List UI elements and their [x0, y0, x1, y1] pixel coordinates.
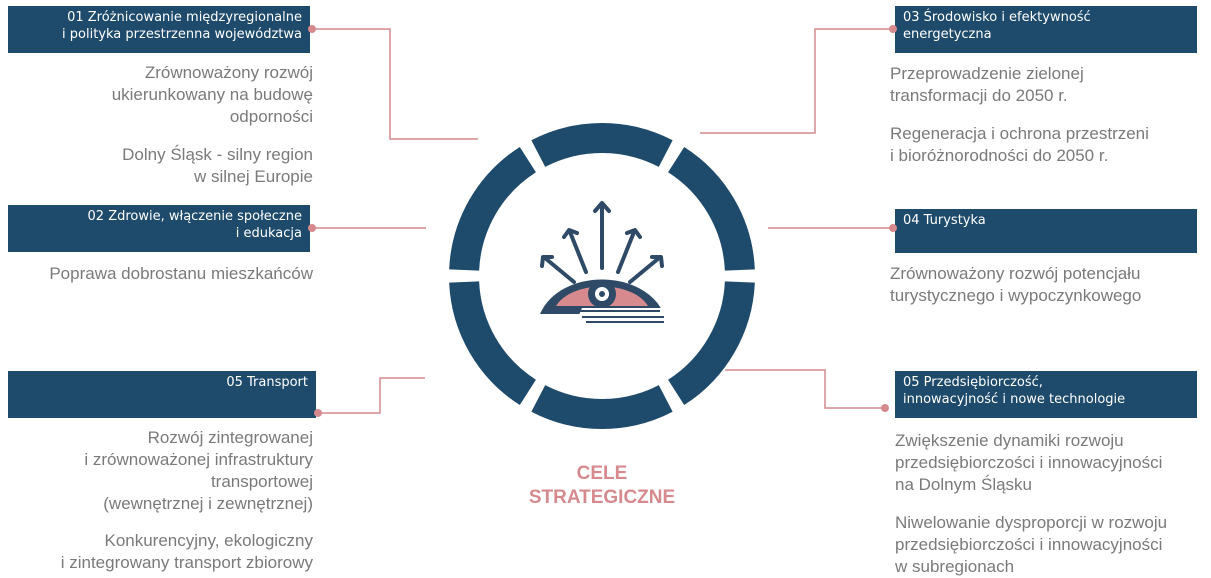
goal-05-enterprise-item-1: Zwiększenie dynamiki rozwoju przedsiębio… — [895, 430, 1162, 496]
goal-05-transport-item-2-line: i zintegrowany transport zbiorowy — [60, 553, 313, 572]
connector-dot — [308, 25, 316, 33]
connector-dot — [881, 404, 889, 412]
goal-03-item-2-line: Regeneracja i ochrona przestrzeni — [890, 124, 1149, 143]
goal-03-header: 03 Środowisko i efektywność energetyczna — [895, 6, 1197, 53]
goal-01-title-line2: i polityka przestrzenna województwa — [62, 27, 302, 42]
goal-05-transport-item-1-line: i zrównoważonej infrastruktury — [84, 450, 313, 469]
goal-04-item-1: Zrównoważony rozwój potencjału turystycz… — [890, 263, 1141, 307]
goal-05-enterprise-item-1-line: przedsiębiorczości i innowacyjności — [895, 453, 1163, 472]
center-title-line2: STRATEGICZNE — [528, 487, 676, 508]
goal-01-item-1-line: odporności — [229, 107, 313, 126]
goal-03-item-2: Regeneracja i ochrona przestrzeni i bior… — [890, 123, 1149, 167]
goal-01-item-2-line: Dolny Śląsk - silny region — [122, 145, 313, 164]
eye-with-arrows-icon — [540, 201, 664, 323]
ring-segment — [531, 123, 673, 168]
goal-03-item-1-line: Przeprowadzenie zielonej — [890, 64, 1084, 83]
goal-01-title-line1: 01 Zróżnicowanie międzyregionalne — [67, 10, 302, 25]
goal-05-enterprise-title-line2: innowacyjność i nowe technologie — [903, 392, 1126, 407]
goal-04-header: 04 Turystyka — [895, 209, 1197, 253]
goal-04-item-1-line: Zrównoważony rozwój potencjału — [890, 264, 1141, 283]
ring-segment — [667, 280, 755, 406]
goal-03-title-line1: 03 Środowisko i efektywność — [903, 10, 1091, 25]
goal-05-enterprise-item-2-line: przedsiębiorczości i innowacyjności — [895, 535, 1163, 554]
goal-02-header: 02 Zdrowie, włączenie społeczne i edukac… — [8, 205, 310, 252]
goal-05-transport-item-2: Konkurencyjny, ekologiczny i zintegrowan… — [61, 530, 313, 574]
goal-03-item-2-line: i bioróżnorodności do 2050 r. — [890, 146, 1109, 165]
goal-05-enterprise-item-2-line: Niwelowanie dysproporcji w rozwoju — [895, 513, 1168, 532]
connector-dot — [889, 224, 897, 232]
goal-04-item-1-line: turystycznego i wypoczynkowego — [890, 286, 1142, 305]
ring-segment — [449, 146, 537, 272]
goal-05-transport-item-1-line: transportowej — [210, 472, 313, 491]
goal-01-header: 01 Zróżnicowanie międzyregionalne i poli… — [8, 6, 310, 53]
goal-05-enterprise-item-2: Niwelowanie dysproporcji w rozwoju przed… — [895, 512, 1167, 578]
center-title-line1: CELE — [576, 463, 628, 484]
ring-segment — [531, 384, 673, 429]
goal-05-enterprise-item-1-line: Zwiększenie dynamiki rozwoju — [895, 431, 1124, 450]
goal-05-transport-item-2-line: Konkurencyjny, ekologiczny — [104, 531, 313, 550]
goal-05-transport-item-1: Rozwój zintegrowanej i zrównoważonej inf… — [84, 427, 313, 515]
goal-05-transport-item-1-line: (wewnętrznej i zewnętrznej) — [103, 494, 313, 513]
connector-dot — [308, 224, 316, 232]
goal-01-item-1: Zrównoważony rozwój ukierunkowany na bud… — [112, 62, 313, 128]
goal-01-item-2: Dolny Śląsk - silny region w silnej Euro… — [122, 144, 313, 188]
goal-01-item-2-line: w silnej Europie — [193, 167, 313, 186]
goal-05-enterprise-title-line1: 05 Przedsiębiorczość, — [903, 375, 1043, 390]
connector-dot — [889, 25, 897, 33]
goal-05-enterprise-item-1-line: na Dolnym Śląsku — [895, 475, 1033, 494]
goal-02-title-line1: 02 Zdrowie, włączenie społeczne — [87, 209, 302, 224]
goal-01-item-1-line: Zrównoważony rozwój — [144, 63, 313, 82]
goal-05-enterprise-item-2-line: w subregionach — [895, 557, 1015, 576]
goal-03-item-1-line: transformacji do 2050 r. — [890, 86, 1068, 105]
goal-02-item-1: Poprawa dobrostanu mieszkańców — [49, 263, 313, 285]
goal-05-transport-header: 05 Transport — [8, 371, 316, 418]
goal-05-enterprise-header: 05 Przedsiębiorczość, innowacyjność i no… — [895, 371, 1197, 418]
goal-05-transport-item-1-line: Rozwój zintegrowanej — [147, 428, 313, 447]
connector-dot — [314, 409, 322, 417]
goal-01-item-1-line: ukierunkowany na budowę — [111, 85, 313, 104]
goal-02-item-1-line: Poprawa dobrostanu mieszkańców — [49, 264, 313, 283]
goal-03-title-line2: energetyczna — [903, 27, 992, 42]
goal-02-title-line2: i edukacja — [235, 226, 302, 241]
ring-segment — [667, 146, 755, 272]
goal-05-transport-title: 05 Transport — [226, 375, 308, 390]
ring-segment — [449, 280, 537, 406]
goal-03-item-1: Przeprowadzenie zielonej transformacji d… — [890, 63, 1084, 107]
goal-04-title: 04 Turystyka — [903, 213, 986, 228]
